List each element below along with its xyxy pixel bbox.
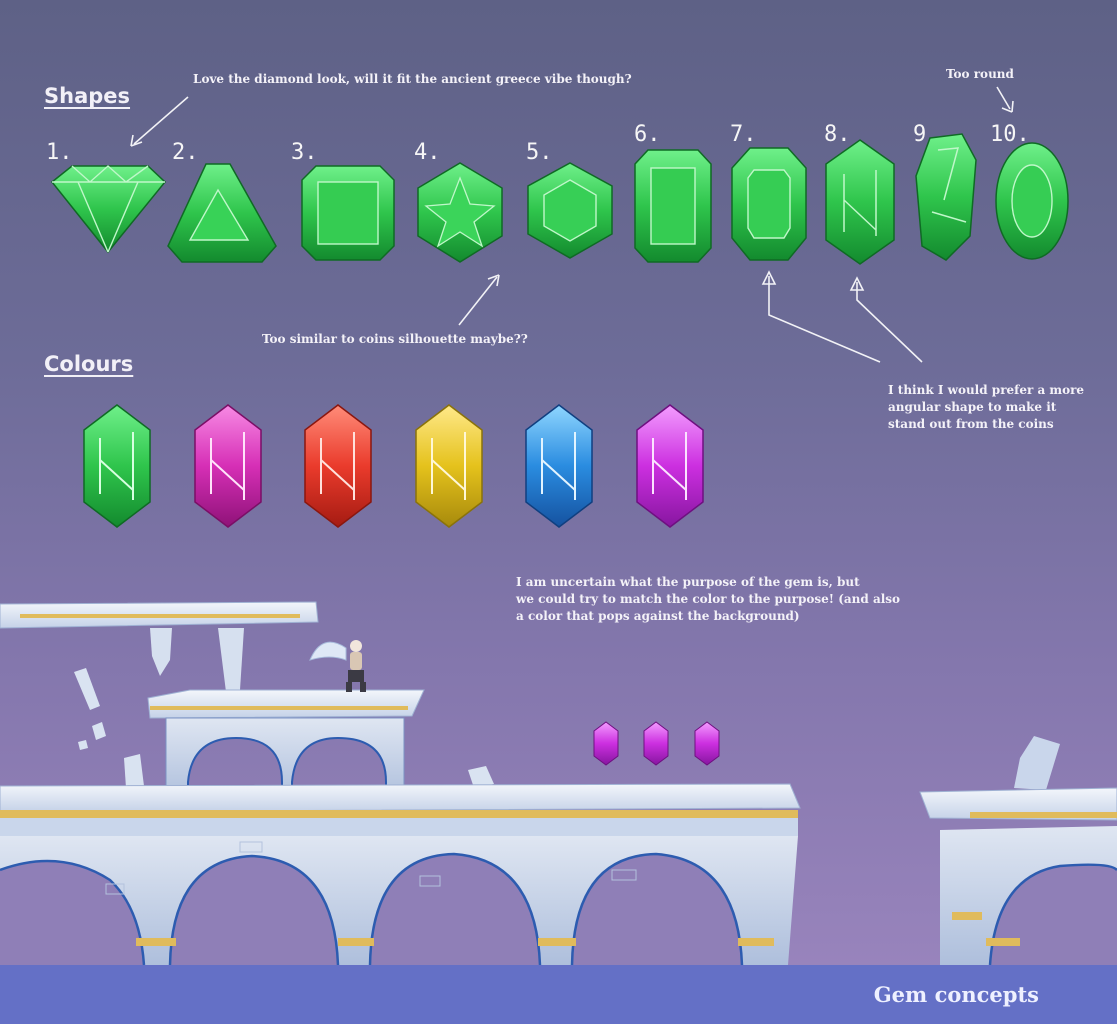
shape-number-1: 1. <box>46 140 73 165</box>
footer-bar: Gem concepts <box>0 965 1117 1024</box>
collectible-gems <box>593 721 720 766</box>
note-angular: I think I would prefer a more angular sh… <box>888 382 1084 433</box>
note-angular-line-1: I think I would prefer a more <box>888 383 1085 397</box>
gem-icon <box>415 404 483 528</box>
note-purpose: I am uncertain what the purpose of the g… <box>516 574 900 625</box>
gem-icon <box>194 404 262 528</box>
arrow-icon <box>487 274 500 287</box>
gem-icon <box>304 404 372 528</box>
shape-number-2: 2. <box>172 140 199 165</box>
note-purpose-line-1: I am uncertain what the purpose of the g… <box>516 575 860 589</box>
footer-title: Gem concepts <box>873 982 1039 1007</box>
character-sprite <box>309 640 366 692</box>
arrow-icon <box>768 276 881 363</box>
gem-icon <box>83 404 151 528</box>
gem-icon <box>643 721 669 766</box>
shape-number-7: 7. <box>730 122 757 147</box>
arrow-icon <box>761 270 777 285</box>
shape-number-3: 3. <box>291 140 318 165</box>
gem-icon <box>50 165 167 254</box>
gem-icon <box>915 133 977 261</box>
colours-title: Colours <box>44 352 134 376</box>
game-scene <box>0 601 1117 966</box>
annotation-arrows <box>130 86 1014 363</box>
gem-icon <box>167 163 277 263</box>
note-purpose-line-3: a color that pops against the background… <box>516 609 800 623</box>
note-angular-line-3: stand out from the coins <box>888 417 1054 431</box>
gem-icon <box>995 142 1069 260</box>
colour-gems <box>83 404 704 528</box>
arrow-icon <box>856 282 923 363</box>
gem-icon <box>634 149 712 263</box>
shape-number-5: 5. <box>526 140 553 165</box>
shape-number-8: 8. <box>824 122 851 147</box>
gem-icon <box>593 721 619 766</box>
raised-platform <box>124 689 494 801</box>
shape-number-6: 6. <box>634 122 661 147</box>
arrow-icon <box>133 96 189 145</box>
right-ruin <box>919 736 1117 966</box>
gem-icon <box>825 139 895 265</box>
gem-icon <box>527 162 613 259</box>
arrow-icon <box>996 86 1011 110</box>
gem-icon <box>694 721 720 766</box>
shape-number-10: 10. <box>990 122 1030 147</box>
gem-icon <box>301 165 395 261</box>
note-angular-line-2: angular shape to make it <box>888 400 1057 414</box>
arrow-icon <box>458 276 498 326</box>
arrow-icon <box>130 134 143 147</box>
note-coins: Too similar to coins silhouette maybe?? <box>262 332 528 346</box>
gem-icon <box>525 404 593 528</box>
note-too-round: Too round <box>946 67 1014 81</box>
main-bridge <box>0 783 801 966</box>
note-purpose-line-2: we could try to match the color to the p… <box>516 592 901 606</box>
upper-ledge <box>0 601 319 750</box>
shapes-title: Shapes <box>44 84 131 108</box>
gem-icon <box>417 162 503 263</box>
shape-number-4: 4. <box>414 140 441 165</box>
note-diamond: Love the diamond look, will it fit the a… <box>193 72 632 86</box>
arrow-icon <box>849 276 865 291</box>
gem-icon <box>636 404 704 528</box>
arrow-icon <box>1001 100 1014 113</box>
gem-icon <box>731 147 807 261</box>
